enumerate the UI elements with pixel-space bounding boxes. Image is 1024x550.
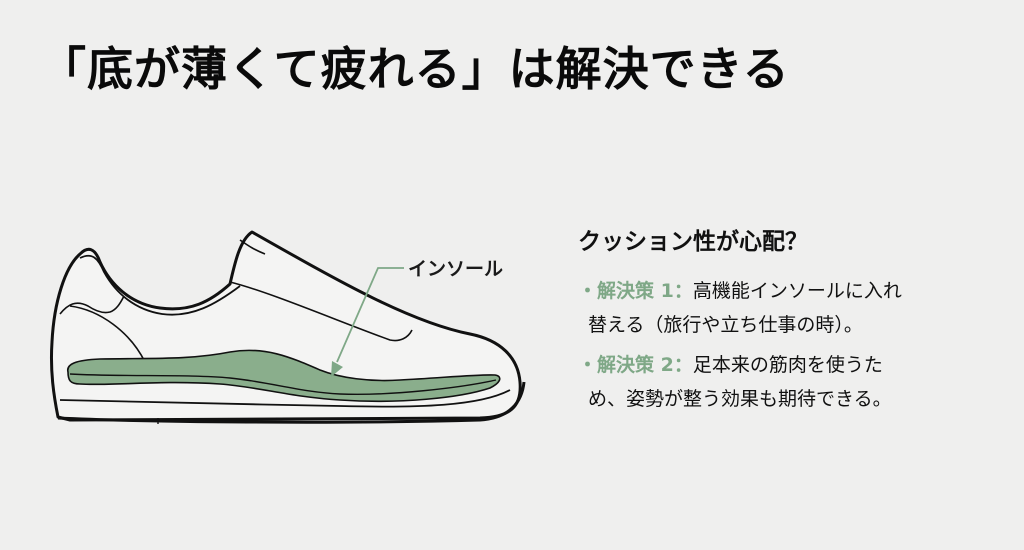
solution-item: ・解決策 1：高機能インソールに入れ 替える（旅行や立ち仕事の時）。 bbox=[578, 274, 998, 342]
solutions-panel: クッション性が心配？ ・解決策 1：高機能インソールに入れ 替える（旅行や立ち仕… bbox=[578, 222, 998, 422]
solution-text: 高機能インソールに入れ bbox=[692, 280, 902, 302]
bullet-icon: ・ bbox=[578, 354, 598, 376]
page-title: 「底が薄くて疲れる」は解決できる bbox=[40, 42, 790, 96]
solution-text: 足本来の筋肉を使うた bbox=[692, 354, 883, 376]
panel-heading: クッション性が心配？ bbox=[578, 229, 808, 255]
solution-text-continued: め、姿勢が整う効果も期待できる。 bbox=[588, 388, 892, 410]
bullet-icon: ・ bbox=[578, 280, 598, 302]
insole-callout-label: インソール bbox=[408, 258, 504, 280]
solution-label: 解決策 1： bbox=[597, 280, 693, 302]
solution-item: ・解決策 2：足本来の筋肉を使うた め、姿勢が整う効果も期待できる。 bbox=[578, 348, 998, 416]
solution-text-continued: 替える（旅行や立ち仕事の時）。 bbox=[588, 314, 863, 336]
shoe-illustration bbox=[40, 222, 530, 432]
shoe-icon bbox=[49, 230, 526, 424]
solution-label: 解決策 2： bbox=[597, 354, 693, 376]
callout-arrow-icon bbox=[331, 267, 404, 377]
